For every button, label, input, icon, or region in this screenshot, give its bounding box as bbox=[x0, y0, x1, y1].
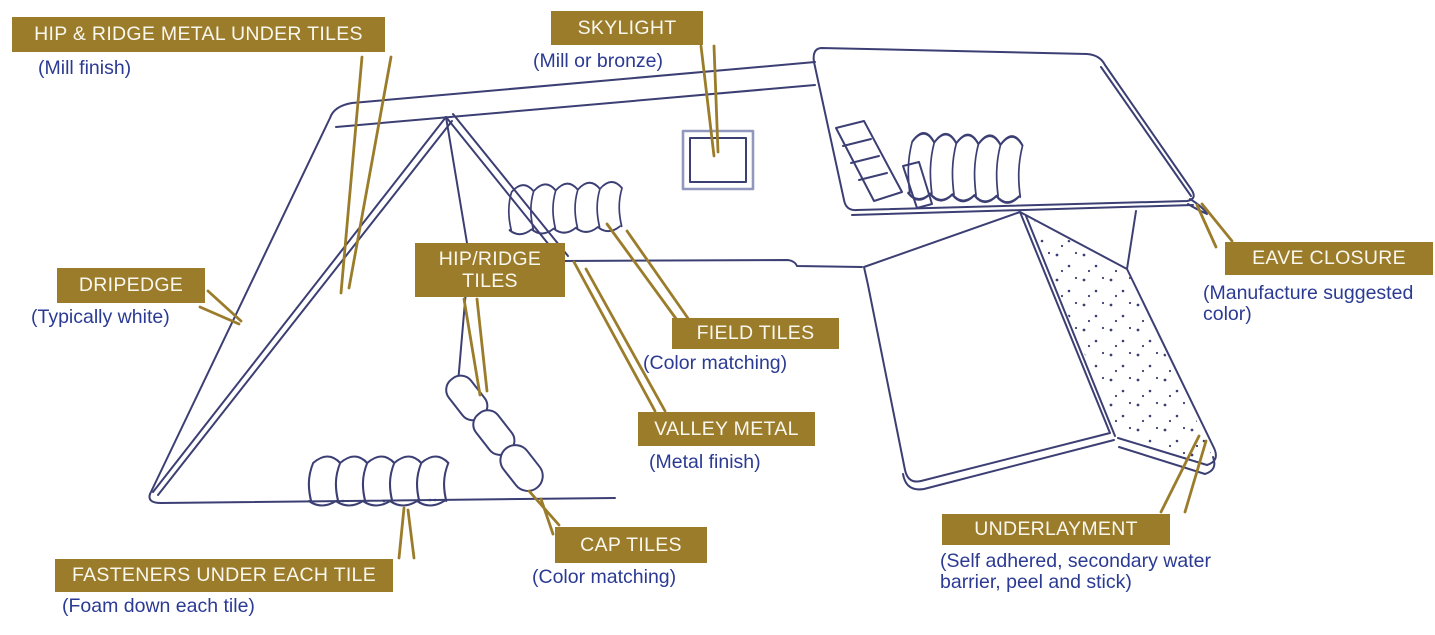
sublabel-field-tiles: (Color matching) bbox=[643, 352, 788, 374]
leader-eave-closure bbox=[1195, 202, 1234, 249]
leader-dripedge bbox=[198, 289, 243, 326]
tile-course-stack bbox=[835, 120, 903, 202]
sublabel-valley-metal: (Metal finish) bbox=[649, 451, 761, 473]
sublabel-hip-ridge-metal: (Mill finish) bbox=[38, 57, 132, 79]
leader-hip-ridge-metal bbox=[339, 55, 393, 295]
leader-valley-metal bbox=[572, 260, 667, 413]
sublabel-underlayment: (Self adhered, secondary water barrier, … bbox=[940, 550, 1211, 594]
leader-hip-ridge-tiles bbox=[462, 297, 489, 397]
label-eave-closure: EAVE CLOSURE bbox=[1225, 242, 1433, 275]
label-skylight: SKYLIGHT bbox=[551, 11, 703, 45]
sublabel-dripedge: (Typically white) bbox=[31, 306, 170, 328]
lifted-tile-panel bbox=[812, 47, 1208, 216]
hip-end-face bbox=[148, 116, 616, 504]
fastener-dots bbox=[336, 498, 437, 503]
label-hip-ridge-metal: HIP & RIDGE METAL UNDER TILES bbox=[12, 17, 385, 52]
leader-cap-tiles bbox=[527, 489, 561, 536]
sublabel-eave-closure: (Manufacture suggested color) bbox=[1203, 282, 1414, 326]
sublabel-cap-tiles: (Color matching) bbox=[532, 566, 677, 588]
leader-field-tiles bbox=[605, 222, 694, 326]
ridge-band bbox=[149, 61, 816, 495]
leader-underlayment bbox=[1159, 434, 1208, 514]
label-cap-tiles: CAP TILES bbox=[555, 527, 707, 563]
leader-lines bbox=[198, 44, 1234, 560]
lower-right-section bbox=[863, 210, 1217, 491]
underlayment-dotted-strip bbox=[1026, 217, 1211, 462]
sublabel-skylight: (Mill or bronze) bbox=[533, 50, 664, 72]
sublabel-fasteners: (Foam down each tile) bbox=[62, 595, 255, 617]
field-tile-patches bbox=[305, 131, 1027, 507]
label-valley-metal: VALLEY METAL bbox=[638, 412, 815, 446]
label-field-tiles: FIELD TILES bbox=[672, 318, 839, 349]
eave-closure-curl bbox=[1187, 198, 1208, 215]
label-hip-ridge-tiles: HIP/RIDGE TILES bbox=[415, 243, 565, 297]
label-dripedge: DRIPEDGE bbox=[57, 268, 205, 303]
label-underlayment: UNDERLAYMENT bbox=[942, 514, 1170, 545]
cap-tile-chain bbox=[445, 374, 544, 492]
label-fasteners: FASTENERS UNDER EACH TILE bbox=[55, 559, 393, 592]
leader-skylight bbox=[699, 44, 720, 158]
leader-fasteners bbox=[397, 506, 416, 560]
